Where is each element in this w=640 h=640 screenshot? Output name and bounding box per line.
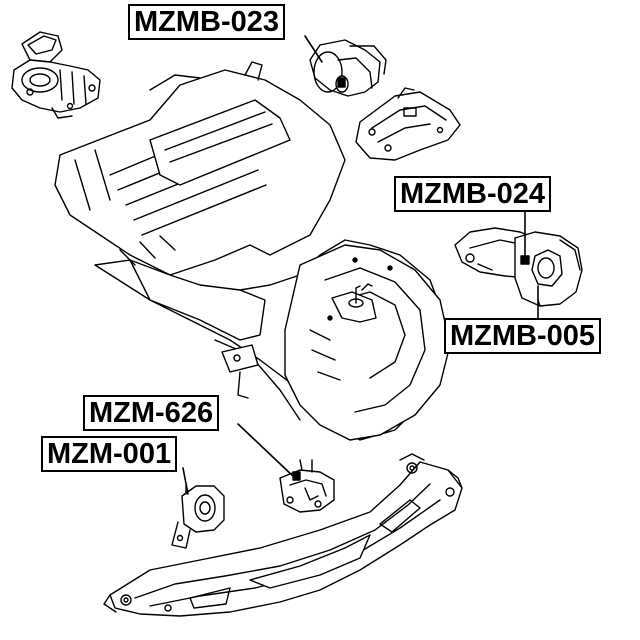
callout-mzm-626: MZM-626: [83, 395, 220, 431]
leader-mzmb-023: [305, 36, 322, 62]
callout-mzmb-024: MZMB-024: [394, 176, 552, 212]
callout-mzm-001: MZM-001: [41, 436, 178, 472]
mzm-001-mount: [172, 486, 224, 548]
leader-mzm-001: [183, 468, 188, 494]
callout-mzmb-023: MZMB-023: [128, 4, 286, 40]
leader-lines: [183, 36, 538, 494]
engine-assembly: [55, 62, 450, 440]
mzm-626-mount: [280, 460, 334, 512]
callout-mzmb-005: MZMB-005: [444, 318, 602, 354]
top-left-mount: [12, 32, 100, 118]
leader-mzm-626: [238, 424, 295, 478]
mzmb-023-mount: [310, 40, 460, 160]
mzmb-024-005-mount: [455, 228, 582, 306]
subframe-crossmember: [104, 454, 462, 616]
